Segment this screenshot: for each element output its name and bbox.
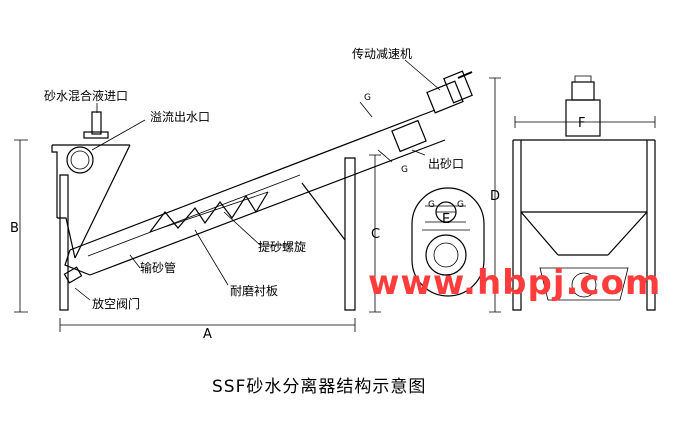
dim-A: A: [203, 327, 212, 342]
dim-B: B: [10, 221, 19, 236]
tank-rim: [51, 144, 130, 218]
reducer-box: [426, 80, 464, 114]
dim-F-line: [514, 116, 656, 128]
section-g-left: G: [428, 200, 435, 210]
dim-B-line: [14, 139, 28, 313]
label-gear-reducer: 传动减速机: [352, 46, 412, 61]
section-g-upper: G: [364, 93, 371, 103]
overflow-outlet: [66, 146, 94, 174]
inlet-flange: [83, 131, 109, 139]
front-view: [512, 75, 656, 311]
drain-valve: [63, 266, 83, 284]
diagram-title: SSF砂水分离器结构示意图: [212, 377, 426, 397]
end-view: [411, 187, 485, 297]
label-overflow-outlet: 溢流出水口: [150, 110, 210, 124]
dim-C-line: [369, 154, 381, 313]
end-view-outline: [411, 187, 485, 297]
sand-outlet-box: [391, 119, 427, 153]
dim-C: C: [371, 227, 380, 242]
section-g-right: G: [457, 200, 464, 210]
front-reducer: [565, 99, 601, 137]
right-leg: [344, 157, 356, 311]
front-motor-top: [571, 81, 595, 101]
label-drain-valve: 放空阀门: [92, 296, 140, 311]
dim-E: E: [442, 212, 450, 227]
dim-A-line: [59, 318, 356, 332]
front-frame: [512, 139, 656, 311]
label-sand-tube: 输砂管: [140, 260, 176, 275]
left-leg: [59, 174, 69, 311]
dim-D: D: [490, 189, 500, 204]
inlet-pipe: [91, 111, 102, 135]
dim-D-line: [489, 77, 501, 313]
label-sand-outlet: 出砂口: [428, 157, 464, 171]
screw-flights: [149, 191, 269, 233]
side-view: [14, 59, 501, 332]
motor: [443, 70, 473, 104]
section-g-lower: G: [401, 165, 408, 175]
label-wear-liner: 耐磨衬板: [230, 284, 278, 298]
label-lifting-screw: 提砂螺旋: [258, 239, 306, 254]
dim-F: F: [578, 116, 585, 131]
label-inlet: 砂水混合液进口: [44, 88, 128, 103]
watermark: www.hbpj.com: [368, 263, 661, 303]
front-tank: [520, 211, 648, 256]
